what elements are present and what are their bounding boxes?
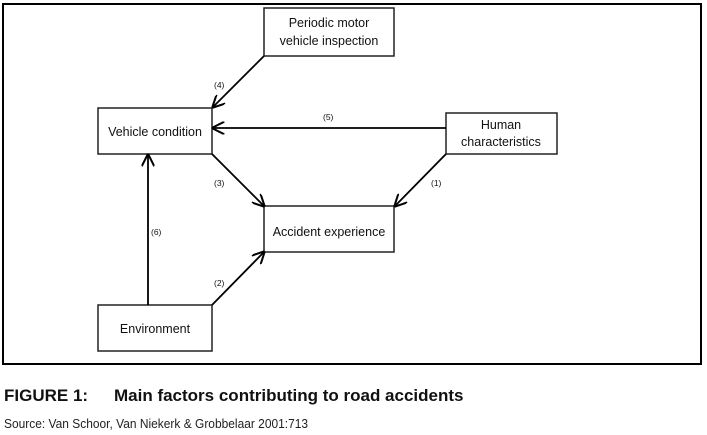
node-label: Accident experience [273, 225, 386, 239]
figure-source: Source: Van Schoor, Van Niekerk & Grobbe… [4, 416, 309, 431]
figure-number: FIGURE 1: [4, 386, 89, 405]
diagram: Periodic motor vehicle inspection Vehicl… [97, 7, 558, 352]
edge-periodic-to-vehicle: (4) [213, 55, 265, 107]
edge-environment-to-vehicle: (6) [148, 155, 162, 305]
node-label: vehicle inspection [280, 34, 379, 48]
node-vehicle-condition: Vehicle condition [97, 107, 213, 155]
figure-title: Main factors contributing to road accide… [114, 386, 464, 405]
node-label: Vehicle condition [108, 125, 202, 139]
edge-label: (6) [151, 227, 162, 237]
edge-environment-to-accident: (2) [211, 252, 264, 306]
edge-label: (1) [431, 178, 442, 188]
edge-human-to-accident: (1) [395, 153, 447, 206]
node-human-characteristics: Human characteristics [445, 112, 558, 155]
edge-human-to-vehicle: (5) [213, 112, 446, 128]
edge-vehicle-to-accident: (3) [211, 153, 264, 206]
node-accident-experience: Accident experience [263, 205, 395, 253]
edge-label: (2) [214, 278, 225, 288]
node-label: characteristics [461, 135, 541, 149]
node-periodic-inspection: Periodic motor vehicle inspection [263, 7, 395, 57]
node-label: Environment [120, 322, 191, 336]
edge-label: (3) [214, 178, 225, 188]
figure-frame [2, 3, 702, 365]
edge-label: (5) [323, 112, 334, 122]
node-environment: Environment [97, 304, 213, 352]
figure-caption: FIGURE 1: Main factors contributing to ro… [4, 386, 463, 406]
node-label: Periodic motor [289, 16, 370, 30]
node-label: Human [481, 118, 521, 132]
edge-label: (4) [214, 80, 225, 90]
